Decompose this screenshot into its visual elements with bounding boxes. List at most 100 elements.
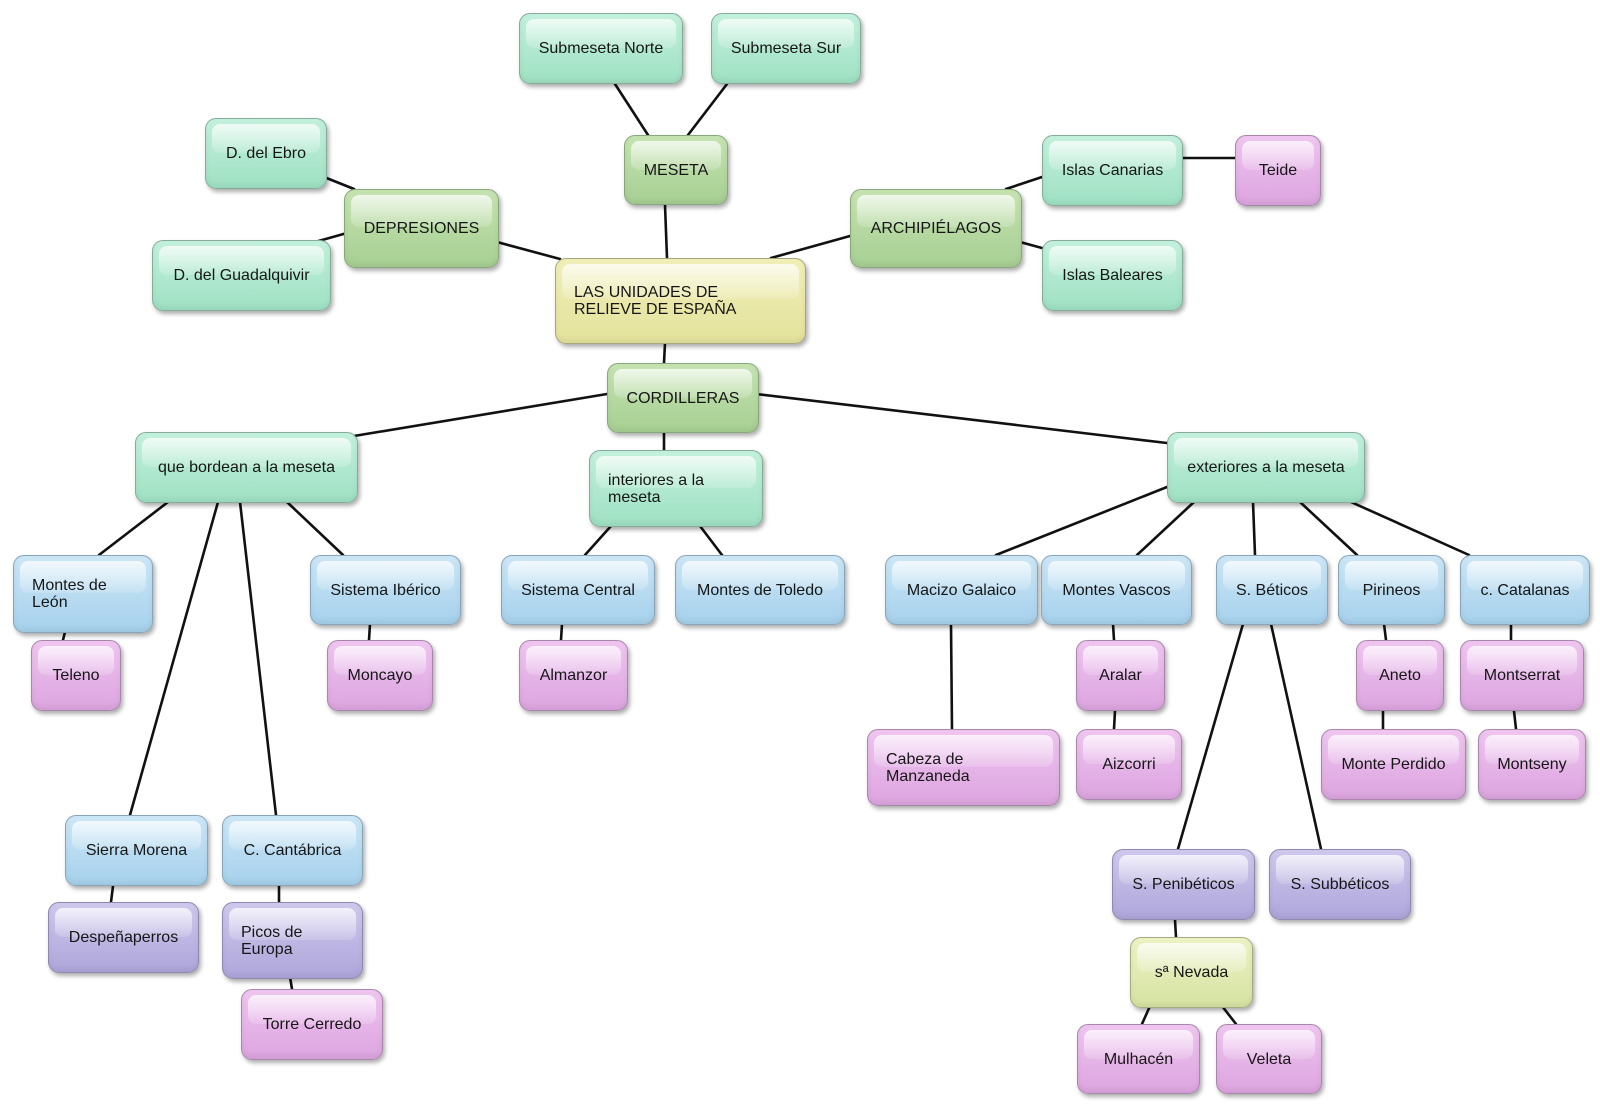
edge-montes-vascos-aralar [1111,622,1116,642]
sa-nevada-node[interactable]: sª Nevada [1130,937,1253,1008]
sierra-morena-node[interactable]: Sierra Morena [65,815,208,886]
depresiones-label: DEPRESIONES [363,220,480,237]
edge-exteriores-s-beticos [1251,500,1257,557]
torre-cerredo-node[interactable]: Torre Cerredo [241,989,383,1060]
edge-s-beticos-penibeticos [1176,622,1245,851]
interiores-label: interiores a la meseta [608,471,705,506]
aneto-node[interactable]: Aneto [1356,640,1444,711]
meseta-node[interactable]: MESETA [624,135,728,205]
bordean-node[interactable]: que bordean a la meseta [135,432,358,503]
c-cantabrica-node[interactable]: C. Cantábrica [222,815,363,886]
sistema-iberico-node[interactable]: Sistema Ibérico [310,555,461,625]
edge-archipielagos-canarias [1004,175,1044,191]
edge-exteriores-macizo-galaico [994,485,1169,557]
aizcorri-label: Aizcorri [1102,756,1156,773]
submeseta-sur-node[interactable]: Submeseta Sur [711,13,861,84]
d-guadalquivir-label: D. del Guadalquivir [173,267,310,284]
edge-root-depresiones [495,240,562,261]
edge-interiores-sistema-central [583,524,613,557]
aizcorri-node[interactable]: Aizcorri [1076,729,1182,800]
macizo-galaico-label: Macizo Galaico [906,581,1017,599]
despenaperros-node[interactable]: Despeñaperros [48,902,199,973]
cabeza-manzaneda-node[interactable]: Cabeza de Manzaneda [867,729,1060,806]
edge-depresiones-d-ebro [322,175,356,191]
islas-canarias-label: Islas Canarias [1061,162,1164,179]
edge-penibeticos-nevada [1173,918,1178,939]
montes-toledo-node[interactable]: Montes de Toledo [675,555,845,625]
montes-toledo-label: Montes de Toledo [696,581,823,599]
exteriores-label: exteriores a la meseta [1187,459,1345,476]
picos-europa-label: Picos de Europa [241,923,303,958]
edge-root-meseta [663,203,669,260]
edge-sierra-morena-despenaperros [109,884,115,904]
depresiones-node[interactable]: DEPRESIONES [344,189,499,268]
veleta-label: Veleta [1246,1050,1292,1068]
interiores-node[interactable]: interiores a la meseta [589,450,763,527]
c-cantabrica-label: C. Cantábrica [243,842,342,859]
archipielagos-node[interactable]: ARCHIPIÉLAGOS [850,189,1022,268]
montseny-node[interactable]: Montseny [1478,729,1586,800]
almanzor-label: Almanzor [539,667,608,684]
d-ebro-node[interactable]: D. del Ebro [205,118,327,189]
sistema-iberico-label: Sistema Ibérico [330,581,441,599]
sistema-central-node[interactable]: Sistema Central [501,555,655,625]
exteriores-node[interactable]: exteriores a la meseta [1167,432,1365,503]
edge-pirineos-aneto [1382,622,1388,642]
montes-leon-label: Montes de León [32,577,107,611]
mulhacen-label: Mulhacén [1103,1050,1174,1068]
edge-meseta-submeseta-sur [686,82,729,137]
s-penibeticos-label: S. Penibéticos [1132,876,1235,893]
teleno-node[interactable]: Teleno [31,640,121,711]
sistema-central-label: Sistema Central [521,581,635,599]
s-beticos-node[interactable]: S. Béticos [1216,555,1328,625]
teide-node[interactable]: Teide [1235,135,1321,206]
almanzor-node[interactable]: Almanzor [519,640,628,711]
moncayo-label: Moncayo [347,667,413,684]
edge-archipielagos-baleares [1018,240,1044,250]
islas-canarias-node[interactable]: Islas Canarias [1042,135,1183,206]
bordean-label: que bordean a la meseta [157,459,335,476]
submeseta-sur-label: Submeseta Sur [730,40,842,57]
d-guadalquivir-node[interactable]: D. del Guadalquivir [152,240,331,311]
s-subbeticos-node[interactable]: S. Subbéticos [1269,849,1411,920]
montes-leon-node[interactable]: Montes de León [13,555,153,633]
cordilleras-node[interactable]: CORDILLERAS [607,363,759,433]
submeseta-norte-label: Submeseta Norte [538,40,664,57]
moncayo-node[interactable]: Moncayo [327,640,433,711]
montserrat-node[interactable]: Montserrat [1460,640,1584,711]
submeseta-norte-node[interactable]: Submeseta Norte [519,13,683,84]
c-catalanas-node[interactable]: c. Catalanas [1460,555,1590,625]
macizo-galaico-node[interactable]: Macizo Galaico [885,555,1038,625]
picos-europa-node[interactable]: Picos de Europa [222,902,363,979]
edge-exteriores-catalanas [1349,500,1471,557]
d-ebro-label: D. del Ebro [225,145,307,162]
edge-montserrat-montseny [1512,709,1518,731]
s-subbeticos-label: S. Subbéticos [1290,876,1390,893]
root-node[interactable]: LAS UNIDADES DE RELIEVE DE ESPAÑA [555,258,806,344]
aralar-node[interactable]: Aralar [1076,640,1165,711]
s-penibeticos-node[interactable]: S. Penibéticos [1112,849,1255,920]
pirineos-node[interactable]: Pirineos [1338,555,1445,625]
islas-baleares-label: Islas Baleares [1062,267,1163,284]
monte-perdido-node[interactable]: Monte Perdido [1321,729,1466,800]
cordilleras-label: CORDILLERAS [626,389,740,407]
veleta-node[interactable]: Veleta [1216,1024,1322,1094]
edge-sistema-iberico-moncayo [367,622,372,642]
edge-root-cordilleras [662,341,667,365]
edge-meseta-submeseta-norte [613,82,650,137]
montes-vascos-node[interactable]: Montes Vascos [1041,555,1192,625]
edge-exteriores-pirineos [1298,500,1359,557]
montseny-label: Montseny [1497,756,1567,773]
edge-bordean-sierra-morena [128,500,220,817]
c-catalanas-label: c. Catalanas [1480,581,1570,599]
edge-sistema-central-almanzor [559,622,564,642]
edge-exteriores-montes-vascos [1135,500,1196,557]
teleno-label: Teleno [52,667,100,684]
islas-baleares-node[interactable]: Islas Baleares [1042,240,1183,311]
s-beticos-label: S. Béticos [1235,581,1309,599]
mulhacen-node[interactable]: Mulhacén [1077,1024,1200,1094]
montes-vascos-label: Montes Vascos [1062,581,1171,599]
edge-aralar-aizcorri [1112,709,1117,731]
